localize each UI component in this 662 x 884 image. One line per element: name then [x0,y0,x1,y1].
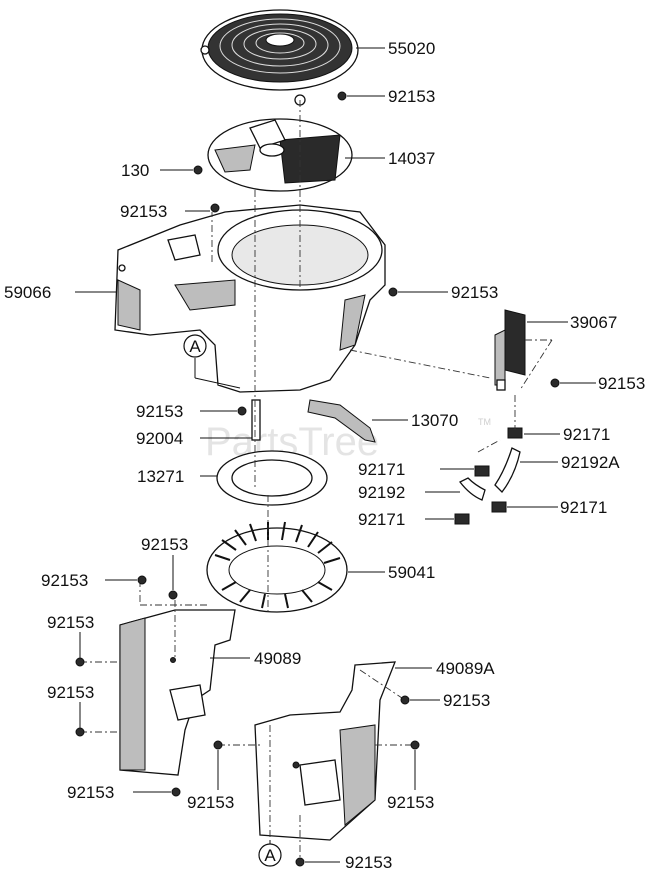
blower-housing-59066 [114,204,386,393]
label-92153-c: 92153 [598,374,645,393]
label-92171-a: 92171 [563,425,610,444]
leader-lines [75,47,596,863]
label-92153-l: 92153 [387,793,434,812]
label-92153-g: 92153 [47,613,94,632]
seal-13070 [307,399,376,443]
callout-a-top-label: A [189,337,201,356]
clamp-92171-d [454,513,470,525]
label-92192: 92192 [358,483,405,502]
watermark-tm: TM [478,417,491,427]
hose-92192A [494,447,521,493]
fasteners [75,91,560,867]
clamp-92171-c [491,501,507,513]
label-92153-e: 92153 [141,535,188,554]
label-92171-d: 92171 [358,510,405,529]
label-92153-j: 92153 [67,783,114,802]
label-92153-d: 92153 [136,402,183,421]
label-49089A: 49089A [436,659,495,678]
label-92153-k: 92153 [187,793,234,812]
label-92004: 92004 [136,429,183,448]
fan-59041 [206,521,348,613]
callout-a-top: A [183,334,207,358]
label-92153-f: 92153 [41,571,88,590]
callout-a-bottom-label: A [264,846,276,865]
screen-plate-14037 [207,118,353,192]
label-92153-h: 92153 [47,683,94,702]
label-92153-m: 92153 [345,853,392,872]
label-39067: 39067 [570,313,617,332]
clamp-92171-b [474,465,490,477]
shroud-49089A [254,661,396,841]
shroud-49089 [119,609,236,776]
label-92171-c: 92171 [560,498,607,517]
label-92153-b: 92153 [451,283,498,302]
hose-92192 [459,477,486,501]
stud-92004 [251,399,261,441]
label-92192A: 92192A [561,453,620,472]
label-13070: 13070 [411,411,458,430]
callout-a-bottom: A [258,843,282,867]
label-92153-top: 92153 [388,87,435,106]
guide-39067 [494,309,526,391]
label-92171-b: 92171 [358,460,405,479]
rotating-screen-55020 [200,9,359,106]
label-92153-a: 92153 [120,202,167,221]
label-14037: 14037 [388,149,435,168]
gasket-13271 [216,450,328,506]
assembly-lines [80,100,553,860]
label-92153-i: 92153 [443,691,490,710]
label-59066: 59066 [4,283,51,302]
label-55020: 55020 [388,39,435,58]
label-49089: 49089 [254,649,301,668]
label-13271: 13271 [137,467,184,486]
label-59041: 59041 [388,563,435,582]
label-130: 130 [121,161,149,180]
